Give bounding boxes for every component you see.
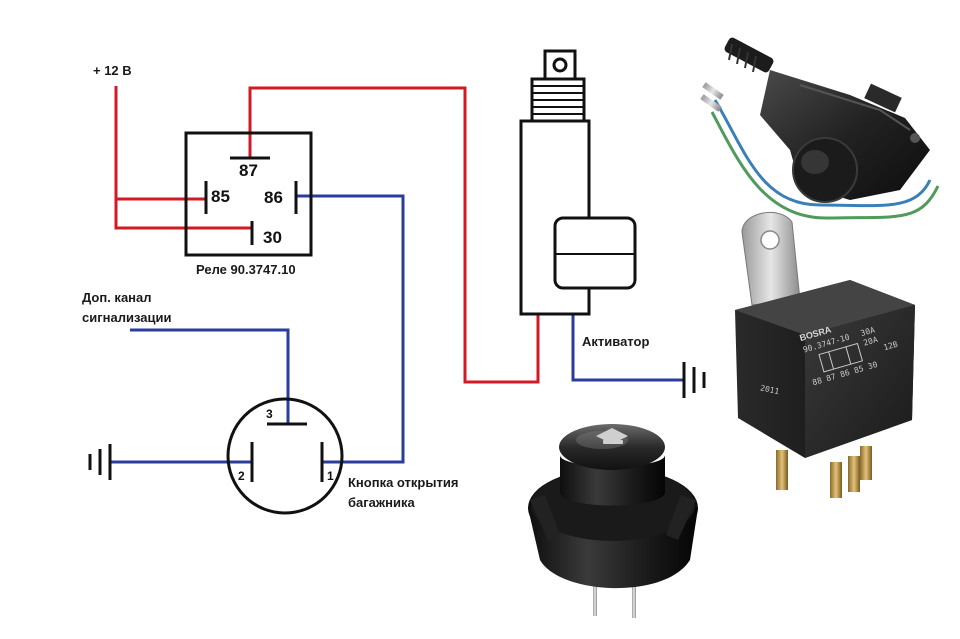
activator-wire-to-ground xyxy=(571,314,684,382)
ground-symbol-icon xyxy=(682,362,706,398)
relay-schematic: 87 85 86 30 xyxy=(184,131,313,257)
switch-schematic: 3 2 1 xyxy=(226,397,344,515)
activator-label: Активатор xyxy=(582,334,649,349)
trunk-button-photo xyxy=(528,424,698,618)
switch-pin-3-label: 3 xyxy=(266,407,273,421)
supply-voltage-label: + 12 В xyxy=(93,63,132,78)
relay-amp-20: 20A xyxy=(862,335,879,348)
switch-pin-1-label: 1 xyxy=(327,469,334,483)
switch-pin-2-label: 2 xyxy=(238,469,245,483)
alarm-wire-to-switch3 xyxy=(130,328,290,424)
trunk-button-label-line2: багажника xyxy=(348,495,415,510)
pin87-label: 87 xyxy=(239,161,258,180)
pin30-label: 30 xyxy=(263,228,282,247)
switch-outline xyxy=(226,397,344,515)
actuator-photo xyxy=(700,37,940,220)
alarm-channel-label-line2: сигнализации xyxy=(82,310,171,325)
supply-wire-to-85 xyxy=(114,86,206,201)
pin86-wire-to-switch1 xyxy=(296,194,405,464)
activator-schematic xyxy=(519,49,637,316)
trunk-open-icon xyxy=(596,428,628,444)
relay-amp-30: 30A xyxy=(860,325,877,338)
relay-model-label: Реле 90.3747.10 xyxy=(196,262,296,277)
pin86-label: 86 xyxy=(264,188,283,207)
supply-wire-to-30 xyxy=(114,199,252,230)
trunk-button-label-line1: Кнопка открытия xyxy=(348,475,458,490)
ground-symbol-icon xyxy=(88,444,112,480)
relay-year-text: 2011 xyxy=(759,383,780,396)
relay-outline xyxy=(184,131,313,257)
positive-wires xyxy=(114,86,540,384)
alarm-channel-label-line1: Доп. канал xyxy=(82,290,152,305)
relay-voltage: 12В xyxy=(882,340,899,353)
pin87-wire-to-activator xyxy=(248,86,540,384)
pin85-label: 85 xyxy=(211,187,230,206)
relay-photo: BOSRA 90.3747-10 30A 20A 12В 88 87 86 85… xyxy=(735,212,915,498)
